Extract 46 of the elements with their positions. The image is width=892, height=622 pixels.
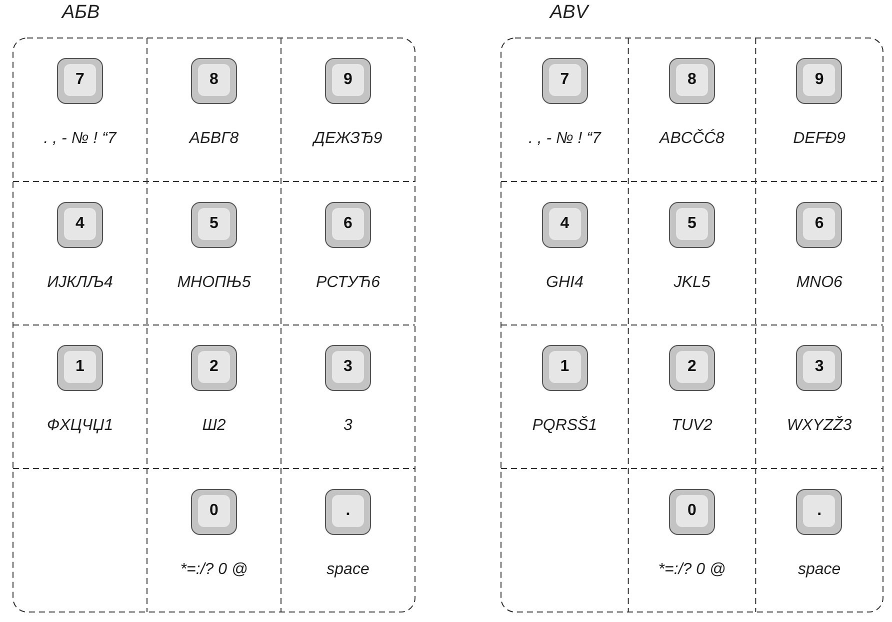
key-caption: DEFĐ9: [793, 130, 846, 147]
key-caption: space: [326, 560, 370, 578]
key-button: 8: [669, 58, 715, 104]
key-caption: АБВГ8: [189, 130, 239, 147]
panel-title: АБВ: [62, 2, 100, 24]
key-button: 2: [669, 345, 715, 391]
key-caption: GHI4: [546, 274, 584, 290]
key-caption: ФХЦЧЏ1: [46, 417, 114, 434]
key-button: 4: [57, 202, 103, 248]
key-caption: ИЈКЛЉ4: [47, 274, 113, 290]
key-button: 7: [57, 58, 103, 104]
key-caption: . , - № ! “7: [528, 130, 601, 147]
key-caption: MNO6: [796, 274, 842, 290]
key-caption: ABCČĆ8: [660, 130, 724, 147]
key-caption: ДЕЖЗЂ9: [314, 130, 382, 147]
key-button: 5: [669, 202, 715, 248]
key-caption: Ш2: [202, 417, 226, 434]
key-button: 2: [191, 345, 237, 391]
key-button: 1: [542, 345, 588, 391]
key-caption: . , - № ! “7: [44, 130, 116, 147]
key-caption: МНОПЊ5: [177, 274, 251, 290]
key-button: 3: [325, 345, 371, 391]
key-button: 0: [191, 488, 237, 534]
key-button: 8: [191, 58, 237, 104]
key-button: 6: [325, 202, 371, 248]
key-caption: *=:/? 0 @: [180, 560, 248, 578]
key-caption: JKL5: [674, 274, 710, 290]
key-button: 4: [542, 202, 588, 248]
key-caption: PQRSŠ1: [532, 417, 598, 434]
panel-title: ABV: [550, 2, 588, 24]
key-caption: 3: [344, 417, 352, 434]
key-caption: TUV2: [672, 417, 712, 434]
key-button: 5: [191, 202, 237, 248]
key-caption: WXYZŽ3: [786, 417, 852, 434]
key-button: 3: [796, 345, 842, 391]
key-button: 7: [542, 58, 588, 104]
key-caption: space: [798, 560, 841, 578]
key-caption: РСТУЋ6: [316, 274, 380, 290]
key-button: .: [325, 488, 371, 534]
key-button: 0: [669, 488, 715, 534]
key-caption: *=:/? 0 @: [658, 560, 726, 578]
key-button: 9: [796, 58, 842, 104]
key-button: 9: [325, 58, 371, 104]
key-button: .: [796, 488, 842, 534]
key-button: 1: [57, 345, 103, 391]
key-button: 6: [796, 202, 842, 248]
